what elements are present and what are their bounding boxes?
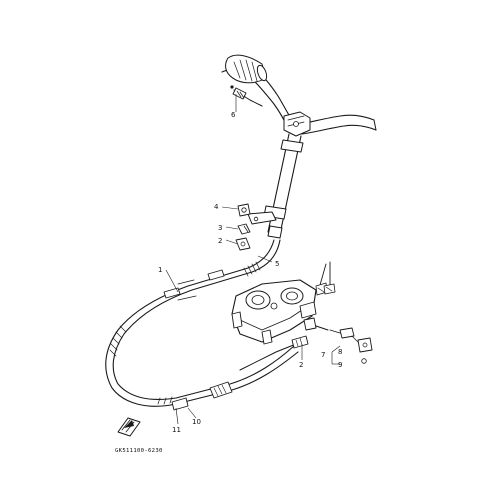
callout-6: 6 (231, 111, 236, 119)
cable-holder-parts (303, 317, 373, 364)
callout-5: 5 (275, 260, 279, 268)
callout-3: 3 (218, 224, 222, 232)
callout-9: 9 (338, 361, 342, 369)
callout-11: 11 (172, 426, 181, 434)
steering-column (247, 133, 304, 239)
carburetor-assembly (231, 261, 336, 345)
diagram-part-number: GK511100-6230 (115, 448, 163, 454)
callout-1: 1 (158, 266, 162, 274)
callout-10: 10 (192, 418, 201, 426)
main-cable (105, 239, 309, 411)
callout-4: 4 (214, 203, 219, 211)
callout-8: 8 (338, 348, 342, 356)
callout-2-lower: 2 (299, 361, 303, 369)
callout-7: 7 (321, 351, 325, 359)
callout-2-upper: 2 (218, 237, 222, 245)
throttle-cable-upper (230, 85, 263, 107)
column-fasteners (235, 203, 251, 251)
handlebar (221, 54, 377, 137)
leader-lines (165, 94, 341, 425)
front-arrow-box-icon (117, 417, 141, 437)
